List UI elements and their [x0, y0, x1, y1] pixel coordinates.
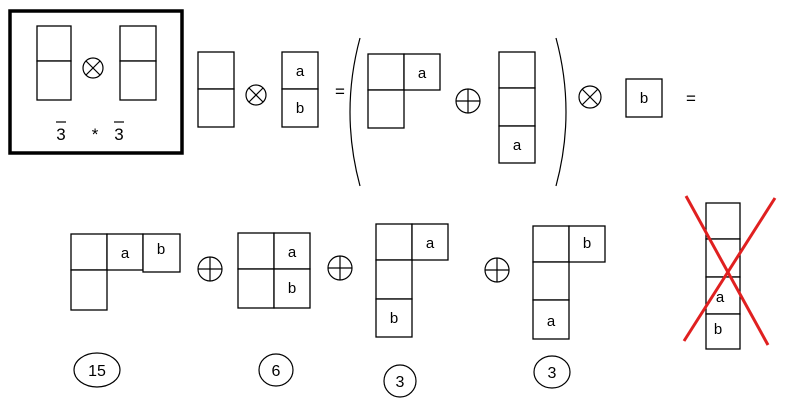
direct-sum-icon [197, 256, 223, 282]
tableau-hook-a: a [367, 53, 441, 129]
multiplicity-6: 6 [258, 353, 294, 387]
tableau-result-3a: a b [375, 223, 449, 338]
tableau-label-b: b [296, 100, 304, 117]
tableau-column-ab: a b [281, 51, 319, 128]
tableau-column-left [36, 25, 72, 101]
tableau-column-three-a: a [498, 51, 536, 164]
tableau-result-15: a b [70, 233, 181, 311]
left-paren [349, 37, 361, 187]
direct-sum-icon [484, 257, 510, 283]
direct-sum-icon [455, 88, 481, 114]
tableau-label-a: a [513, 137, 522, 154]
multiplicity-label: 3 [396, 374, 405, 391]
tableau-label-b: b [583, 235, 591, 252]
multiplicity-label: 6 [272, 363, 281, 380]
tableau-result-3b: b a [532, 225, 606, 340]
tableau-label-a: a [418, 65, 427, 82]
tableau-label-a: a [426, 235, 435, 252]
tableau-column-plain [197, 51, 235, 128]
equals-sign: = [335, 82, 345, 101]
multiplicity-label: 15 [88, 363, 106, 380]
tableau-crossed-out: a b [705, 202, 741, 350]
tableau-label-a: a [288, 244, 297, 261]
multiplicity-label: 3 [548, 365, 557, 382]
direct-sum-icon [327, 255, 353, 281]
tableau-column-right [119, 25, 157, 101]
tableau-label-b: b [390, 310, 398, 327]
tableau-label-b: b [288, 280, 296, 297]
multiplicity-15: 15 [73, 352, 121, 388]
left-rep-label: 3 [56, 125, 65, 144]
tableau-label-a: a [716, 289, 725, 306]
boxed-expression-frame [8, 9, 184, 155]
tableau-label-a: a [547, 313, 556, 330]
right-paren [555, 37, 567, 187]
equals-sign: = [686, 89, 696, 108]
tensor-product-icon [578, 85, 602, 109]
tableau-result-6: a b [237, 232, 311, 309]
tableau-label-b: b [640, 90, 648, 107]
multiplicity-3b: 3 [533, 355, 571, 389]
multiplicity-3a: 3 [383, 364, 417, 398]
tableau-label-a: a [121, 245, 130, 262]
tableau-label-b: b [157, 241, 165, 258]
tensor-product-icon [245, 84, 267, 106]
tensor-product-icon [82, 57, 104, 79]
operator-label: * [92, 125, 99, 144]
tableau-label-b: b [714, 321, 722, 338]
right-rep-label: 3 [114, 125, 123, 144]
strike-x-icon [682, 195, 777, 346]
tableau-label-a: a [296, 63, 305, 80]
tableau-single-b: b [625, 78, 663, 118]
